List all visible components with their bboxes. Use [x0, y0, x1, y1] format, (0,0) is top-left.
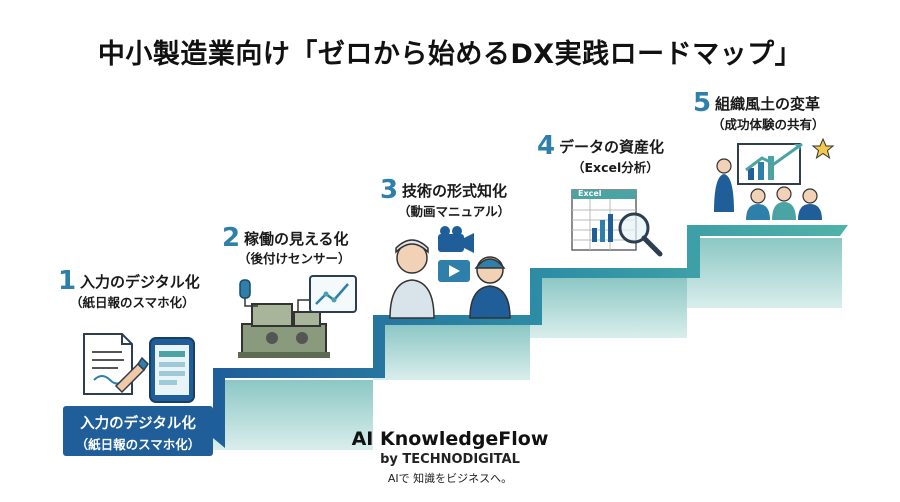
- spreadsheet-icon: [571, 189, 663, 257]
- step-3-number: 3: [380, 175, 399, 205]
- step-1-subtitle: （紙日報のスマホ化）: [70, 295, 195, 310]
- smartphone-icon: [149, 337, 195, 403]
- presentation-icon: [714, 142, 822, 220]
- step-4-title: データの資産化: [559, 138, 665, 156]
- page-title: 中小製造業向け「ゼロから始めるDX実践ロードマップ」: [97, 39, 803, 70]
- badge-subtitle: （紙日報のスマホ化）: [75, 437, 201, 452]
- paper-report-icon: [83, 333, 149, 395]
- step-face-4: [687, 238, 842, 308]
- step-1-number: 1: [58, 266, 77, 296]
- brand-block: AI KnowledgeFlow by TECHNODIGITAL AIで 知識…: [340, 428, 560, 486]
- step-1-badge: 入力のデジタル化 （紙日報のスマホ化）: [63, 406, 213, 456]
- staircase-ribbon: [213, 225, 848, 448]
- step-face-2: [373, 325, 530, 380]
- step-4-number: 4: [537, 131, 556, 161]
- brand-tagline: AIで 知識をビジネスへ。: [387, 472, 513, 485]
- step-face-3: [530, 278, 687, 338]
- brand-name: AI KnowledgeFlow: [351, 428, 549, 450]
- step-5-subtitle: （成功体験の共有）: [712, 117, 825, 132]
- step-2-number: 2: [222, 223, 241, 253]
- step-5-number: 5: [693, 88, 712, 118]
- step-1-title: 入力のデジタル化: [80, 273, 200, 291]
- badge-title: 入力のデジタル化: [80, 416, 196, 432]
- brand-byline: by TECHNODIGITAL: [380, 452, 520, 467]
- step-2-subtitle: （後付けセンサー）: [238, 251, 351, 266]
- sensor-machine-icon: [238, 275, 357, 358]
- star-icon: [811, 137, 835, 160]
- step-2-title: 稼働の見える化: [244, 230, 349, 248]
- step-face-1: [213, 380, 373, 450]
- video-camera-icon: [389, 226, 511, 319]
- step-5-title: 組織風土の変革: [715, 95, 821, 113]
- step-4-subtitle: （Excel分析）: [572, 160, 659, 175]
- step-3-title: 技術の形式知化: [402, 182, 508, 200]
- step-3-subtitle: （動画マニュアル）: [398, 204, 511, 219]
- spreadsheet-label: Excel: [578, 189, 602, 198]
